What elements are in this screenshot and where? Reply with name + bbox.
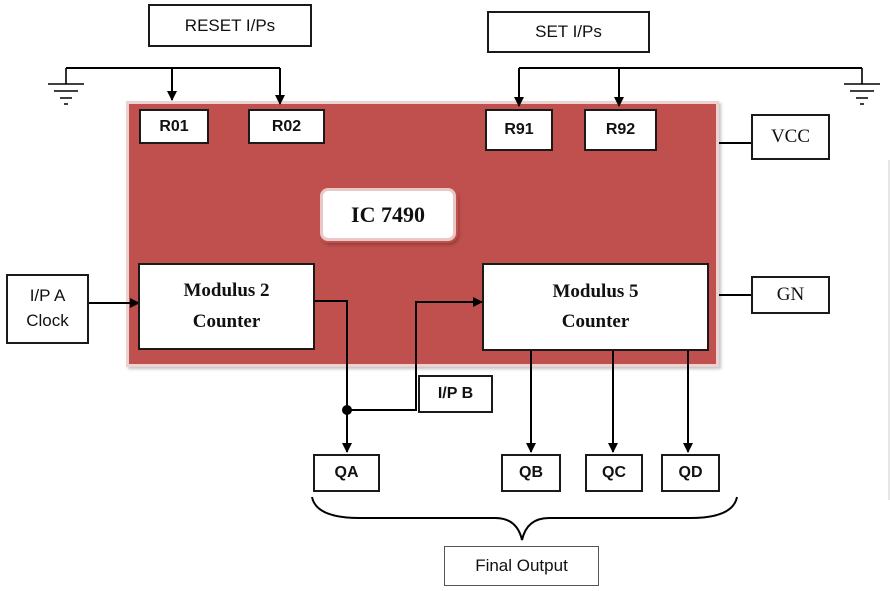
output-qa: QA <box>313 454 380 492</box>
mod5-line1: Modulus 5 <box>552 280 639 302</box>
clock-a-line1: I/P A <box>29 286 66 306</box>
pin-r91: R91 <box>485 109 553 151</box>
output-qd: QD <box>661 454 720 492</box>
mod2-to-qa-wire <box>314 300 352 453</box>
edge-divider <box>888 160 890 500</box>
output-qb: QB <box>501 454 561 492</box>
clock-a-line2: Clock <box>26 311 69 330</box>
junction-dot <box>342 405 352 415</box>
ground-left-icon <box>48 68 84 105</box>
mod2-line1: Modulus 2 <box>183 280 270 302</box>
mod2-line2: Counter <box>192 310 261 332</box>
pin-r01: R01 <box>139 109 209 144</box>
gnd-label: GN <box>751 276 830 314</box>
qa-to-mod5-wire <box>347 297 483 411</box>
reset-inputs-label: RESET I/Ps <box>148 4 312 47</box>
output-brace <box>311 496 738 541</box>
clock-input-a: I/P A Clock <box>6 274 89 344</box>
input-b-label: I/P B <box>418 375 493 413</box>
modulus-5-counter: Modulus 5 Counter <box>482 263 709 351</box>
ic-7490-label: IC 7490 <box>320 188 456 241</box>
output-qc: QC <box>585 454 643 492</box>
vcc-label: VCC <box>751 114 830 160</box>
modulus-2-counter: Modulus 2 Counter <box>138 263 315 350</box>
set-inputs-label: SET I/Ps <box>487 11 650 53</box>
pin-r92: R92 <box>584 109 657 151</box>
ground-right-icon <box>844 68 880 105</box>
mod5-line2: Counter <box>561 311 630 332</box>
final-output-label: Final Output <box>444 546 599 586</box>
pin-r02: R02 <box>248 109 325 144</box>
